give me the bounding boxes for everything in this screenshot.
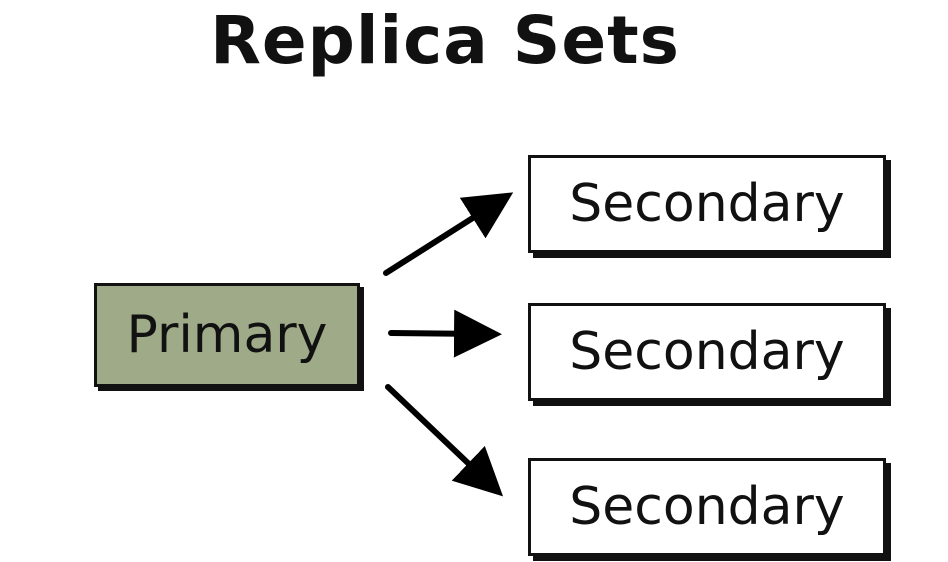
primary-label: Primary xyxy=(126,305,328,365)
secondary-label-1: Secondary xyxy=(569,174,845,234)
secondary-label-2: Secondary xyxy=(569,322,845,382)
primary-node: Primary xyxy=(94,283,360,387)
diagram-title: Replica Sets xyxy=(210,2,680,79)
secondary-node-2: Secondary xyxy=(528,303,886,401)
arrow-to-secondary-2 xyxy=(388,309,502,358)
secondary-node-3: Secondary xyxy=(528,458,886,556)
secondary-label-3: Secondary xyxy=(569,477,845,537)
arrow-to-secondary-3 xyxy=(385,384,504,497)
arrow-to-secondary-1 xyxy=(383,192,514,276)
secondary-node-1: Secondary xyxy=(528,155,886,253)
